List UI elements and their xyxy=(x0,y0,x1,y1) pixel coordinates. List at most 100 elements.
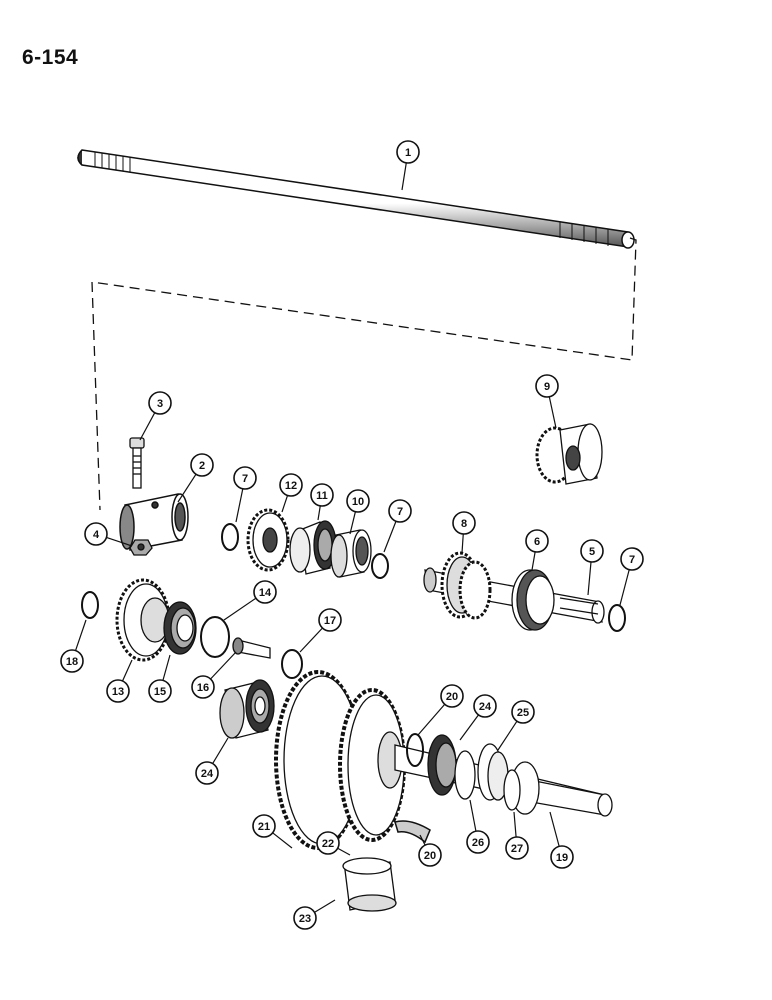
snap-ring-part-7-a xyxy=(221,523,239,551)
callout-circle xyxy=(396,140,420,164)
callout-number: 2 xyxy=(199,460,205,472)
callout-number: 3 xyxy=(157,398,163,410)
coupler-part-2 xyxy=(119,493,189,551)
callout-number: 20 xyxy=(446,691,458,703)
callout-circle xyxy=(318,608,342,632)
callout-circle xyxy=(252,814,276,838)
gear-part-21 xyxy=(274,670,362,850)
callout-number: 8 xyxy=(461,518,467,530)
callout-leader xyxy=(349,511,356,535)
callout-leader xyxy=(587,561,592,596)
callout-leader xyxy=(497,720,518,751)
callout-leader xyxy=(210,651,237,680)
callout-circle xyxy=(279,473,303,497)
callout-leader xyxy=(548,396,557,429)
callout-leader xyxy=(212,737,229,764)
callout-leader xyxy=(619,569,630,606)
callout-number: 6 xyxy=(534,536,540,548)
callout-leader xyxy=(106,536,133,547)
callout-leader xyxy=(531,551,536,571)
callout-circle xyxy=(525,529,549,553)
callout-leader xyxy=(549,811,560,847)
callout-17: 17 xyxy=(299,608,342,653)
callout-number: 23 xyxy=(299,913,311,925)
callout-number: 13 xyxy=(112,686,124,698)
assembly-dashed-line xyxy=(91,237,637,511)
callout-20: 20 xyxy=(417,684,464,736)
callout-circle xyxy=(148,391,172,415)
callout-number: 7 xyxy=(397,506,403,518)
callout-16: 16 xyxy=(191,651,237,699)
callout-circle xyxy=(148,679,172,703)
callout-5: 5 xyxy=(580,539,604,596)
callout-leader xyxy=(513,811,517,838)
callout-6: 6 xyxy=(525,529,549,571)
callout-circle xyxy=(388,499,412,523)
gear-part-12 xyxy=(246,508,290,572)
callout-21: 21 xyxy=(252,814,293,849)
callout-circle xyxy=(505,836,529,860)
callout-7: 7 xyxy=(619,547,644,606)
sleeve-part-23 xyxy=(342,857,397,912)
callout-number: 27 xyxy=(511,843,523,855)
bearing-part-15 xyxy=(163,601,197,655)
callout-number: 16 xyxy=(197,682,209,694)
callout-leader xyxy=(461,533,464,554)
callout-circle xyxy=(190,453,214,477)
callout-leader xyxy=(235,488,244,523)
callout-number: 22 xyxy=(322,838,334,850)
callout-19: 19 xyxy=(549,811,574,869)
callout-leader xyxy=(383,521,397,553)
callout-27: 27 xyxy=(505,811,529,860)
callout-9: 9 xyxy=(535,374,559,429)
callout-number: 25 xyxy=(517,707,529,719)
callout-leader xyxy=(162,654,171,681)
callout-number: 15 xyxy=(154,686,166,698)
callout-circle xyxy=(440,684,464,708)
callout-leader xyxy=(139,412,156,441)
callout-12: 12 xyxy=(279,473,303,513)
callout-leader xyxy=(177,473,197,503)
callout-circle xyxy=(418,843,442,867)
callout-circle xyxy=(550,845,574,869)
callout-circle xyxy=(346,489,370,513)
callout-leader xyxy=(314,899,336,913)
callout-circle xyxy=(293,906,317,930)
callout-24: 24 xyxy=(195,737,229,785)
callout-leader xyxy=(299,627,323,653)
nut-part-4 xyxy=(129,539,153,556)
callout-circle xyxy=(106,679,130,703)
callout-20: 20 xyxy=(418,834,442,867)
callout-number: 18 xyxy=(66,656,78,668)
callout-15: 15 xyxy=(148,654,172,703)
callout-number: 5 xyxy=(589,546,595,558)
callout-14: 14 xyxy=(223,580,277,621)
callout-2: 2 xyxy=(177,453,214,503)
callout-circle xyxy=(511,700,535,724)
washer-part-17 xyxy=(281,649,303,679)
callout-number: 26 xyxy=(472,837,484,849)
callout-leader xyxy=(281,495,289,513)
half-ring-part-20-b xyxy=(394,820,431,844)
callout-number: 4 xyxy=(93,529,100,541)
callout-circle xyxy=(316,831,340,855)
callout-1: 1 xyxy=(396,140,420,191)
callout-11: 11 xyxy=(310,483,334,521)
gear-part-22 xyxy=(338,688,406,842)
callout-7: 7 xyxy=(233,466,257,523)
washer-part-27 xyxy=(503,769,521,811)
callout-23: 23 xyxy=(293,899,336,930)
callout-leader xyxy=(417,703,446,736)
snap-ring-part-7-b xyxy=(371,553,389,579)
callout-number: 24 xyxy=(479,701,492,713)
shaft-part-1 xyxy=(77,149,635,249)
callout-circle xyxy=(466,830,490,854)
callout-circle xyxy=(580,539,604,563)
callout-leader xyxy=(401,162,407,191)
callout-number: 24 xyxy=(201,768,214,780)
callout-number: 7 xyxy=(629,554,635,566)
callout-leader xyxy=(459,714,479,741)
callout-number: 20 xyxy=(424,850,436,862)
callout-leader xyxy=(74,619,87,651)
bearing-part-11 xyxy=(289,520,337,575)
